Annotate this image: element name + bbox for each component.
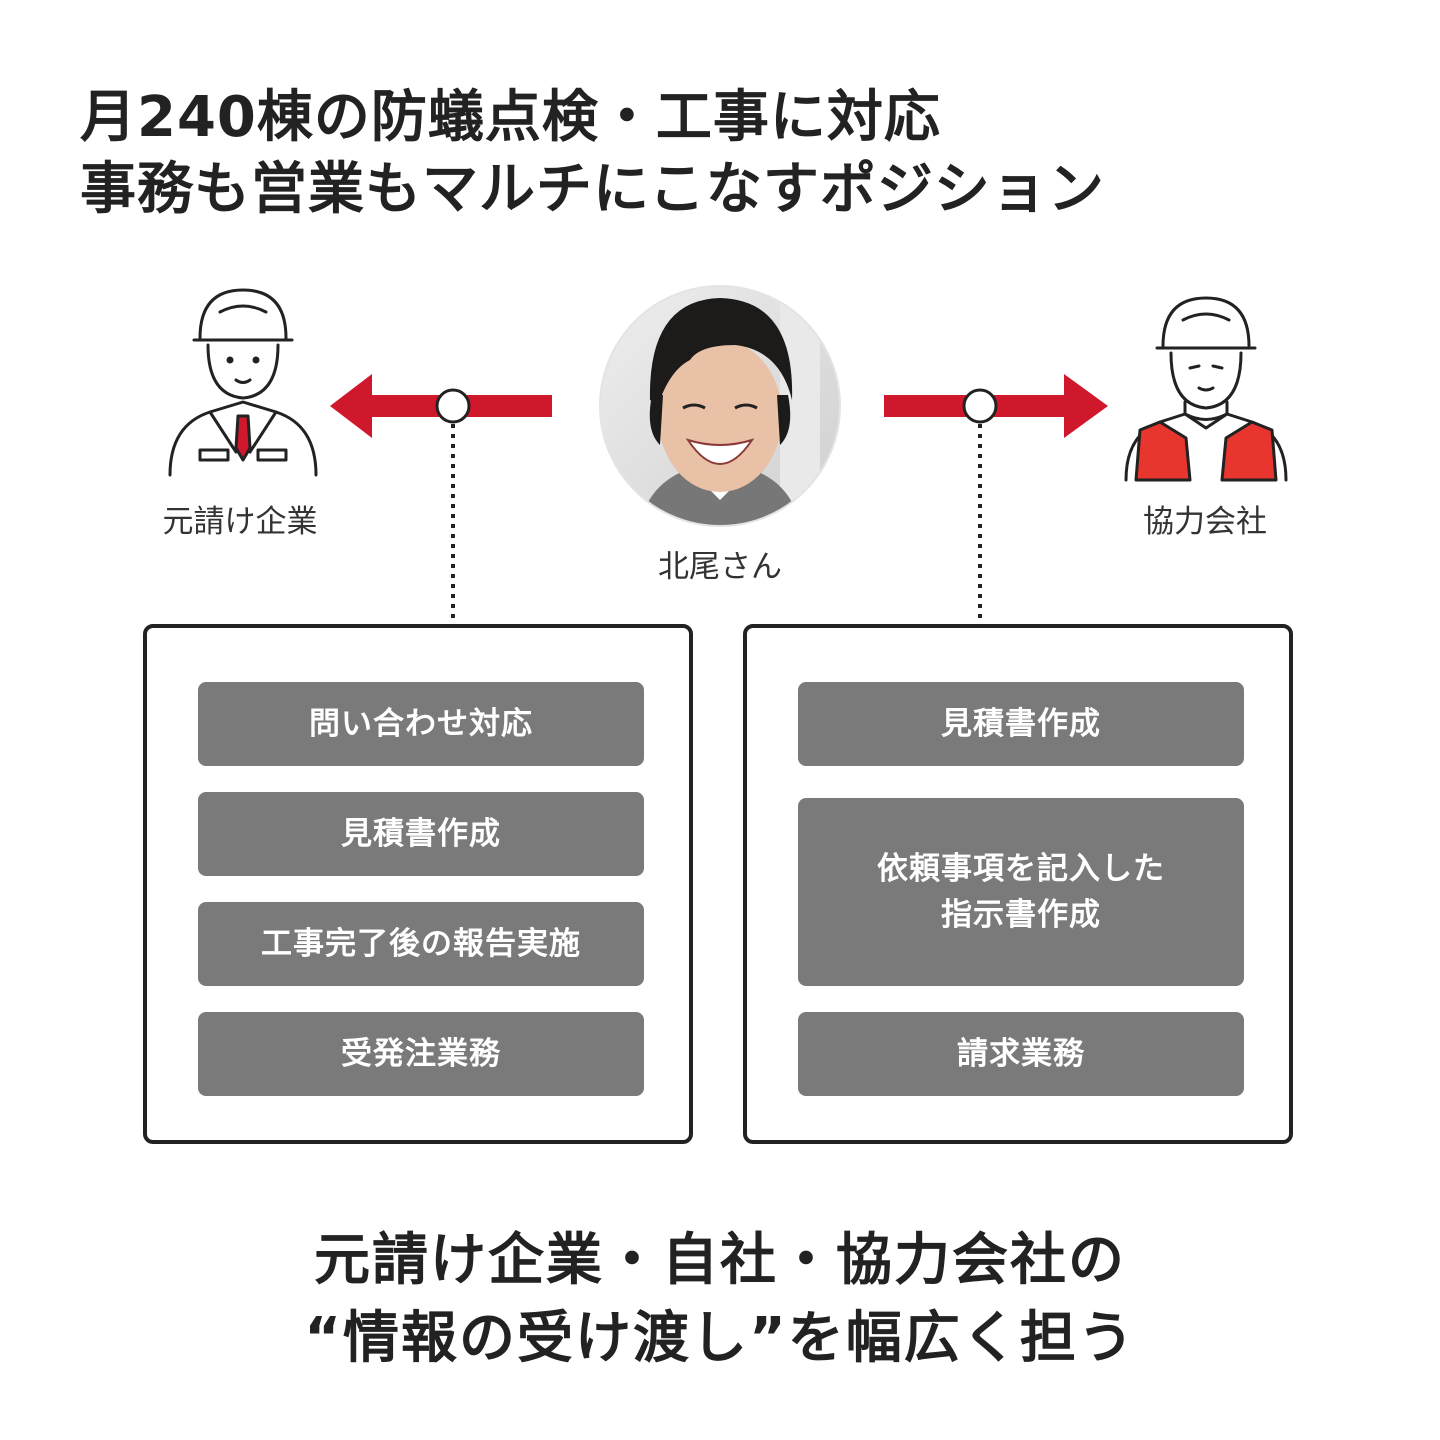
portrait-photo [600, 286, 840, 526]
left-task-panel: 問い合わせ対応 見積書作成 工事完了後の報告実施 受発注業務 [143, 624, 693, 1144]
closing-line-1: 元請け企業・自社・協力会社の [314, 1228, 1126, 1293]
closing-line-2: “情報の受け渡し”を幅広く担う [304, 1306, 1136, 1371]
left-task-item: 受発注業務 [198, 1012, 644, 1096]
headline: 月240棟の防蟻点検・工事に対応 事務も営業もマルチにこなすポジション [80, 82, 1105, 226]
left-task-item: 問い合わせ対応 [198, 682, 644, 766]
center-person-label: 北尾さん [658, 549, 782, 585]
worker-in-red-vest-icon [1124, 296, 1288, 482]
left-connector-node [435, 388, 471, 424]
portrait-frame [599, 285, 841, 527]
left-task-item: 見積書作成 [198, 792, 644, 876]
right-connector-node [962, 388, 998, 424]
right-task-panel: 見積書作成 依頼事項を記入した 指示書作成 請求業務 [743, 624, 1293, 1144]
closing-statement: 元請け企業・自社・協力会社の “情報の受け渡し”を幅広く担う [0, 1222, 1440, 1378]
left-task-item: 工事完了後の報告実施 [198, 902, 644, 986]
worker-in-suit-icon [168, 288, 318, 477]
right-task-item: 見積書作成 [798, 682, 1244, 766]
right-task-item: 依頼事項を記入した 指示書作成 [798, 798, 1244, 986]
right-task-item: 請求業務 [798, 1012, 1244, 1096]
headline-line-1: 月240棟の防蟻点検・工事に対応 [80, 85, 941, 150]
right-party-label: 協力会社 [1143, 504, 1267, 540]
headline-line-2: 事務も営業もマルチにこなすポジション [80, 157, 1105, 222]
left-party-label: 元請け企業 [162, 504, 318, 540]
